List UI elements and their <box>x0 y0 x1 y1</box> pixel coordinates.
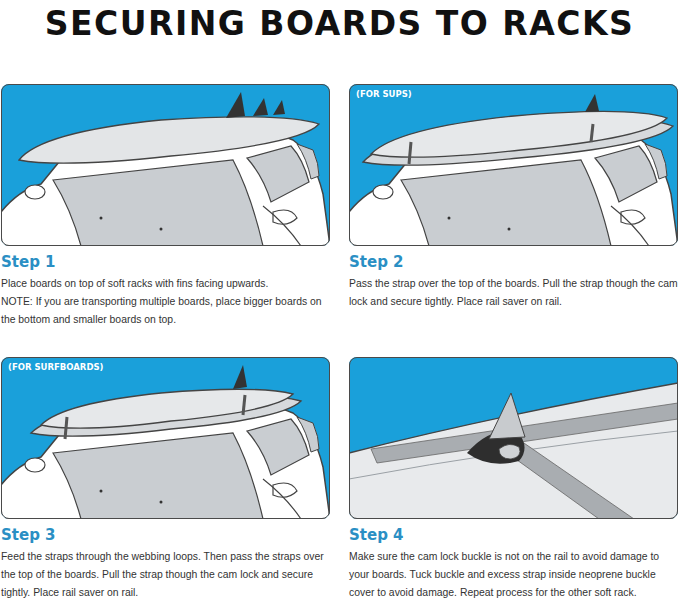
panel-box: (FOR SUPS)Step 2Pass the strap over the … <box>349 84 678 246</box>
fin <box>226 92 245 118</box>
fin <box>585 94 599 112</box>
panel-background <box>349 84 678 246</box>
excess-strap <box>499 444 520 459</box>
note-text: NOTE: If you are transporting multiple b… <box>1 293 331 329</box>
fin <box>233 365 247 389</box>
panel-background <box>1 357 330 519</box>
panel-box: Step 4Make sure the cam lock buckle is n… <box>349 357 678 519</box>
fin <box>253 98 268 116</box>
panel-box: (FOR SURFBOARDS)Step 3Feed the straps th… <box>1 357 330 519</box>
step-text: Pass the strap over the top of the board… <box>349 275 679 311</box>
sup-board <box>371 111 667 157</box>
panel-tag: (FOR SURFBOARDS) <box>8 362 103 372</box>
strap <box>591 124 593 142</box>
step-heading: Step 4 <box>349 526 679 544</box>
step-text: Make sure the cam lock buckle is not on … <box>349 548 679 602</box>
cam-lock-buckle <box>489 393 525 439</box>
panel-background <box>1 84 330 246</box>
panel-art <box>1 84 330 246</box>
surfboard <box>41 389 293 428</box>
diagram-title: SECURING BOARDS TO RACKS <box>0 4 679 43</box>
surfboard <box>19 117 319 163</box>
step-heading: Step 2 <box>349 253 679 271</box>
step-heading: Step 3 <box>1 526 331 544</box>
step-heading: Step 1 <box>1 253 331 271</box>
strap <box>243 395 245 415</box>
panel-art <box>1 357 330 519</box>
panel-background <box>349 357 678 519</box>
board-surface <box>349 383 678 519</box>
strap <box>499 441 634 519</box>
panel-art <box>349 357 678 519</box>
panel-art <box>349 84 678 246</box>
panel-tag: (FOR SUPS) <box>356 89 412 99</box>
step-text: Place boards on top of soft racks with f… <box>1 275 331 293</box>
panel-box: Step 1Place boards on top of soft racks … <box>1 84 330 246</box>
fin <box>273 100 285 115</box>
strap <box>409 142 411 164</box>
step-text: Feed the straps through the webbing loop… <box>1 548 331 602</box>
strap <box>65 417 67 439</box>
